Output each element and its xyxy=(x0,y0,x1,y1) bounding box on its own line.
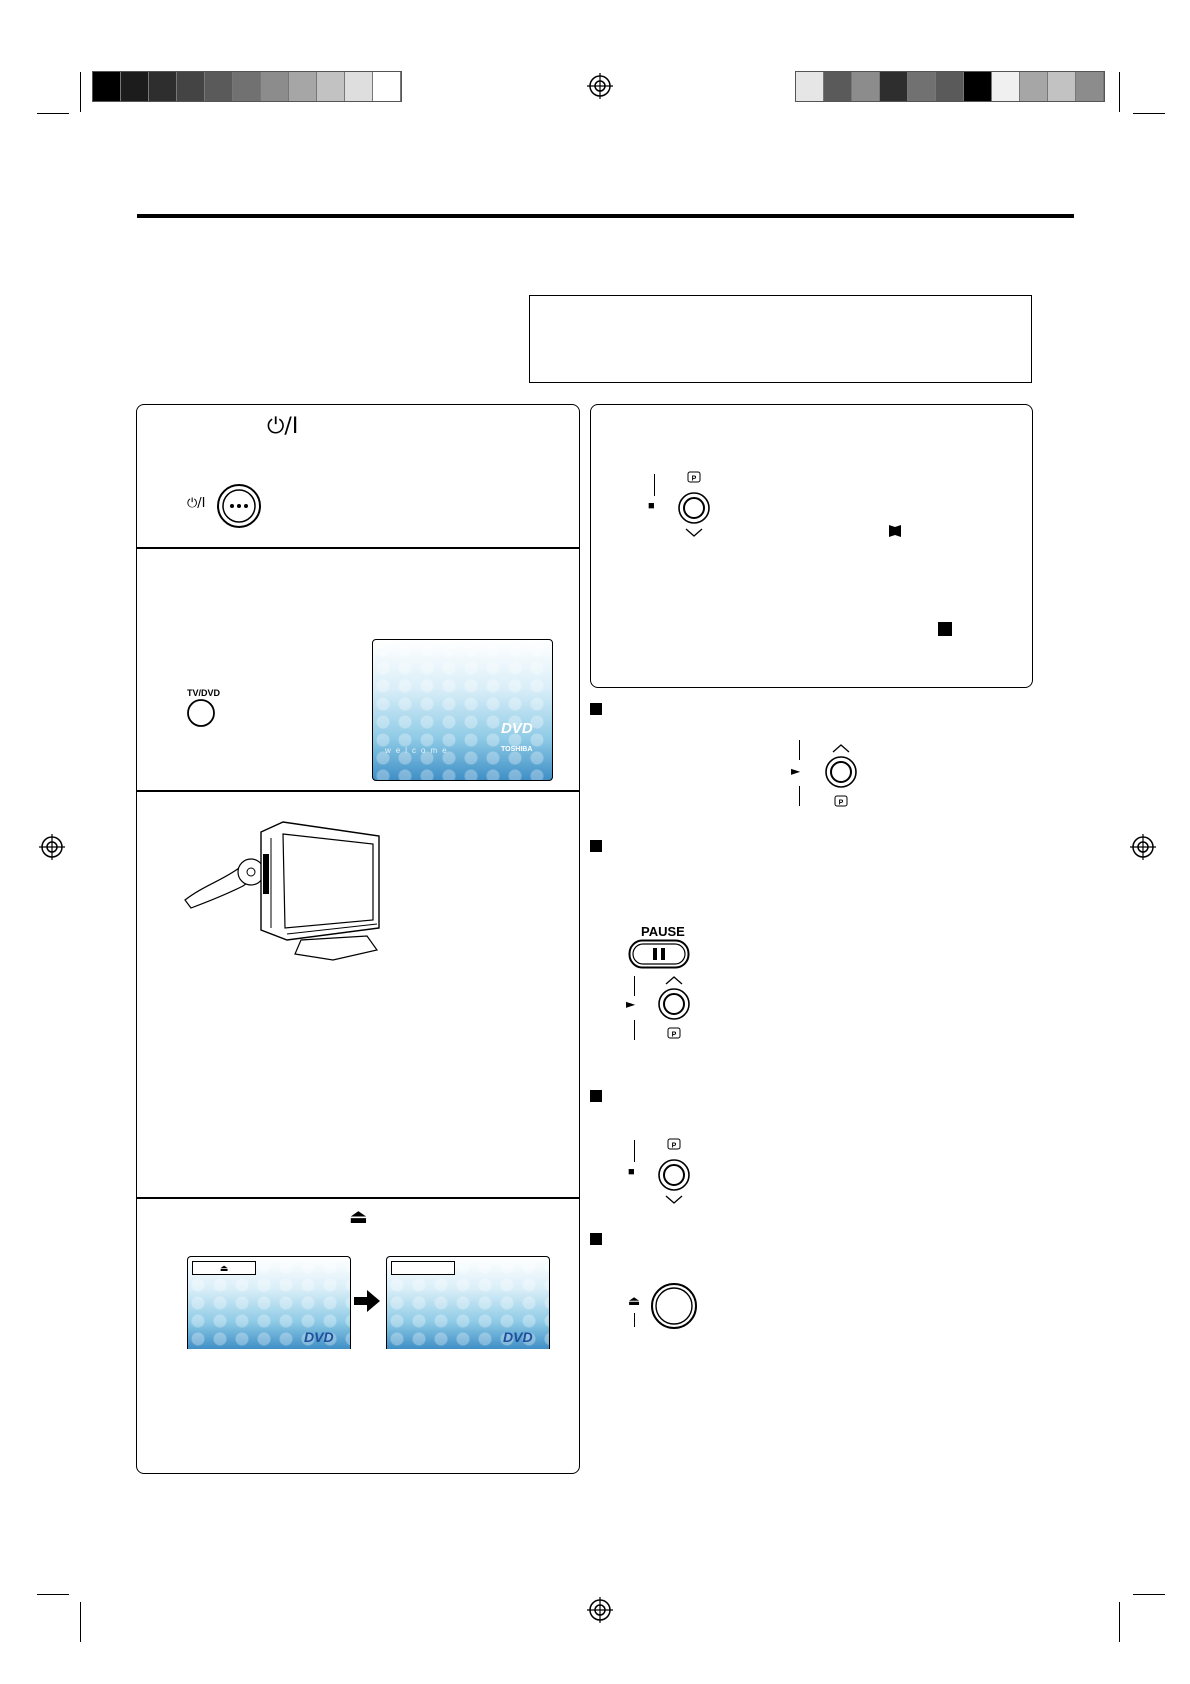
power-icon: ⏻/I xyxy=(267,414,299,439)
svg-text:P: P xyxy=(672,1143,677,1150)
eject-button[interactable] xyxy=(650,1282,698,1330)
color-swatch xyxy=(289,72,317,101)
indicator-line xyxy=(634,1140,635,1162)
color-swatch xyxy=(880,72,908,101)
color-swatch xyxy=(908,72,936,101)
section-bullet xyxy=(590,703,602,715)
tvdvd-button-label: TV/DVD xyxy=(187,688,221,698)
step-divider xyxy=(136,547,580,549)
stop-icon xyxy=(938,622,952,636)
color-swatch xyxy=(205,72,233,101)
eject-icon: ⏏ xyxy=(219,1264,229,1274)
crop-mark xyxy=(1133,113,1165,114)
indicator-line xyxy=(799,740,800,760)
registration-mark xyxy=(39,834,65,860)
pause-button[interactable] xyxy=(628,939,690,969)
step-divider xyxy=(136,790,580,792)
crop-mark xyxy=(80,72,81,112)
indicator-line xyxy=(634,976,635,996)
toshiba-brand: TOSHIBA xyxy=(501,746,533,753)
channel-button-up[interactable]: P xyxy=(657,974,691,1044)
channel-button-down[interactable]: P xyxy=(657,1137,691,1207)
play-icon: ► xyxy=(791,764,801,778)
right-info-panel xyxy=(590,404,1033,688)
color-swatch xyxy=(177,72,205,101)
eject-screen-label: ⏏ xyxy=(192,1261,256,1275)
indicator-line xyxy=(634,1313,635,1327)
color-swatch xyxy=(992,72,1020,101)
color-swatch xyxy=(852,72,880,101)
color-swatch xyxy=(317,72,345,101)
dvd-logo: DVD xyxy=(503,1329,533,1345)
color-swatch xyxy=(233,72,261,101)
crop-mark xyxy=(37,113,69,114)
channel-button-down[interactable]: P xyxy=(677,470,711,540)
color-swatch xyxy=(345,72,373,101)
dvd-logo: DVD xyxy=(304,1329,334,1345)
crop-mark xyxy=(1119,72,1120,112)
color-swatch xyxy=(261,72,289,101)
step-divider xyxy=(136,1197,580,1199)
welcome-text: welcome xyxy=(385,746,452,755)
indicator-line xyxy=(634,1020,635,1040)
svg-text:P: P xyxy=(672,1032,677,1039)
crop-mark xyxy=(37,1594,69,1595)
stop-icon: ■ xyxy=(628,1166,635,1178)
stop-icon: ■ xyxy=(648,500,655,512)
color-swatch xyxy=(796,72,824,101)
insert-disc-illustration xyxy=(184,821,380,961)
svg-text:P: P xyxy=(692,476,697,483)
color-swatch xyxy=(149,72,177,101)
crop-mark xyxy=(1133,1594,1165,1595)
section-bullet xyxy=(590,1233,602,1245)
pause-label: PAUSE xyxy=(641,924,685,939)
section-bullet xyxy=(590,1090,602,1102)
eject-icon: ⏏ xyxy=(349,1204,368,1228)
indicator-line xyxy=(654,474,655,496)
bookmark-icon xyxy=(889,525,901,537)
crop-mark xyxy=(80,1602,81,1642)
color-bar-right xyxy=(795,71,1105,102)
color-swatch xyxy=(93,72,121,101)
welcome-screen: welcome DVD TOSHIBA xyxy=(372,639,553,781)
note-box xyxy=(529,295,1032,383)
heading-rule xyxy=(137,214,1074,218)
arrow-right-icon xyxy=(354,1290,380,1312)
color-swatch xyxy=(964,72,992,101)
registration-mark xyxy=(587,73,613,99)
registration-mark xyxy=(587,1597,613,1623)
color-swatch xyxy=(121,72,149,101)
eject-screen-after: DVD xyxy=(386,1256,550,1349)
section-bullet xyxy=(590,840,602,852)
color-swatch xyxy=(1020,72,1048,101)
crop-mark xyxy=(1119,1602,1120,1642)
color-swatch xyxy=(824,72,852,101)
tvdvd-button[interactable] xyxy=(186,698,216,728)
eject-icon: ⏏ xyxy=(628,1294,641,1309)
color-swatch xyxy=(373,72,401,101)
power-button[interactable] xyxy=(216,483,262,529)
blank-screen-label xyxy=(391,1261,455,1275)
color-swatch xyxy=(936,72,964,101)
color-swatch xyxy=(1048,72,1076,101)
color-swatch xyxy=(1076,72,1104,101)
color-bar-left xyxy=(92,71,402,102)
svg-text:P: P xyxy=(839,800,844,807)
dvd-logo: DVD xyxy=(501,720,533,737)
eject-screen-before: ⏏ DVD xyxy=(187,1256,351,1349)
play-icon: ► xyxy=(626,997,636,1011)
registration-mark xyxy=(1130,834,1156,860)
indicator-line xyxy=(799,786,800,806)
channel-button-up[interactable]: P xyxy=(824,742,858,812)
power-button-label: ⏻/I xyxy=(187,496,206,511)
